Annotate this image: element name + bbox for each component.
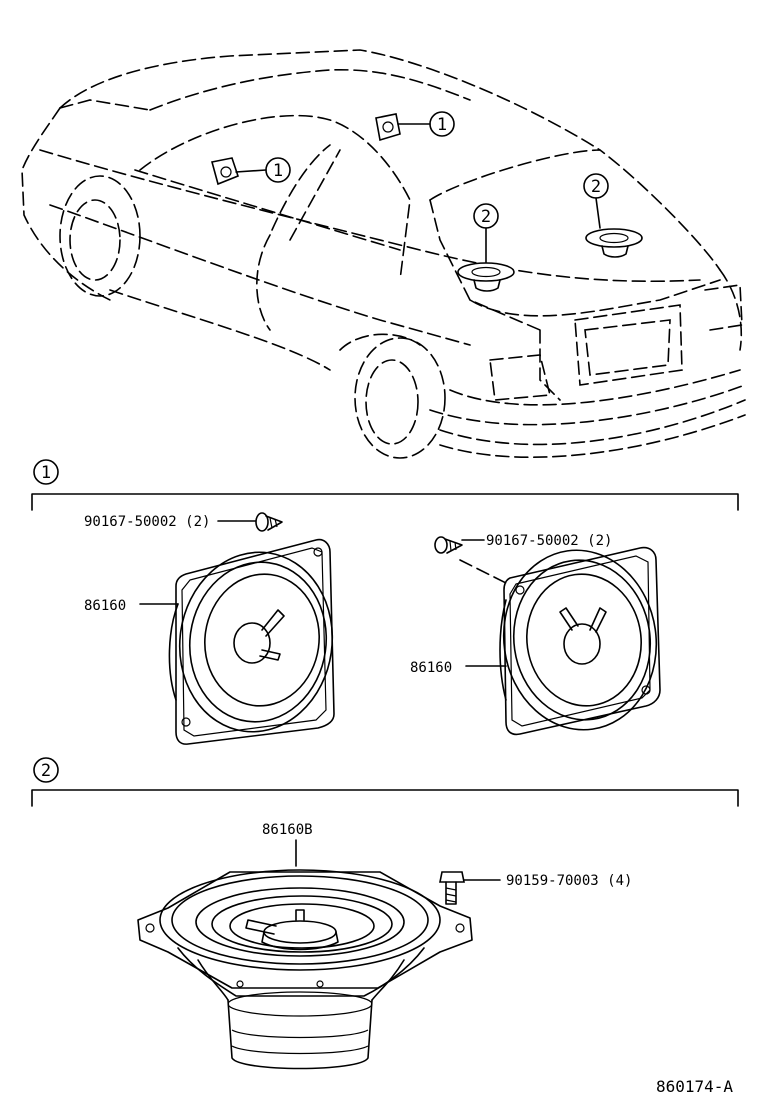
part-number-left-bolt: 90167-50002 (2) [84, 514, 210, 530]
car-speaker-rear-right: 2 [583, 173, 643, 258]
part-number-rear-speaker: 86160B [262, 822, 313, 838]
bolt-icon: 90167-50002 (2) [434, 533, 612, 585]
car-outline [21, 49, 746, 459]
callout-speaker-front: 1 1 [235, 111, 455, 183]
speaker-rear-86160B: 86160B [137, 822, 473, 1070]
bolt-icon: 90159-70003 (4) [439, 871, 632, 905]
part-number-rear-bolt: 90159-70003 (4) [506, 873, 632, 889]
section-2-header: 2 [31, 757, 739, 807]
section-1-header: 1 [31, 459, 739, 511]
car-speaker-rear-left: 2 [457, 203, 515, 292]
callout-number: 2 [591, 177, 601, 197]
callout-number: 1 [273, 161, 283, 181]
bolt-icon: 90167-50002 (2) [84, 512, 283, 532]
speaker-right-86160: 86160 [410, 546, 661, 736]
callout-number: 1 [437, 115, 447, 135]
part-number-right-bolt: 90167-50002 (2) [486, 533, 612, 549]
part-number-right-speaker: 86160 [410, 660, 452, 676]
car-speaker-front-right [375, 113, 401, 142]
part-number-left-speaker: 86160 [84, 598, 126, 614]
figure-id: 860174-A [656, 1077, 733, 1096]
car-speaker-front-left [211, 157, 239, 186]
section-number: 1 [41, 463, 51, 483]
speaker-left-86160: 86160 [84, 538, 335, 745]
callout-number: 2 [481, 207, 491, 227]
section-number: 2 [41, 761, 51, 781]
